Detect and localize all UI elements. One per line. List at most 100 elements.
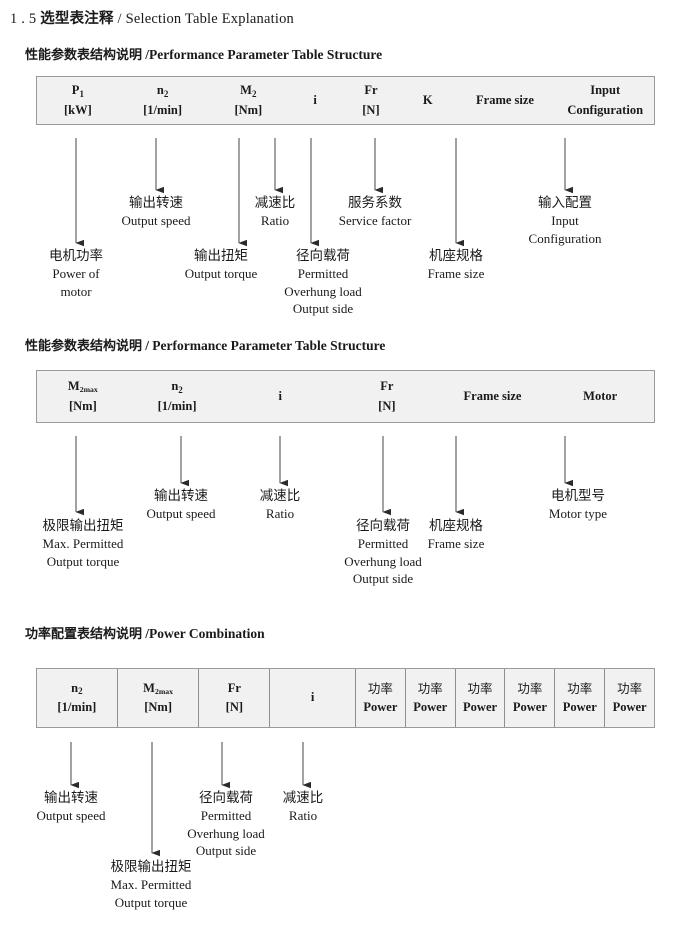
table3-col-power-1-cn: 功率 [367, 680, 393, 696]
annotation-motor-type-en: Motor type [548, 506, 608, 522]
annotation-frame-size-1-en: Frame size [427, 266, 485, 282]
section-heading-en: Performance Parameter Table Structure [149, 47, 383, 62]
table3-col-i-sym: i [310, 690, 315, 705]
table1-col-n2-sym: n [156, 83, 164, 98]
annotation-overhung-load-1-en-2: Overhung load [284, 283, 362, 299]
annotation-output-torque-1-cn: 输出扭矩 [193, 248, 248, 264]
annotation-max-output-torque-2-cn: 极限输出扭矩 [42, 518, 124, 534]
table1-col-i-sym: i [313, 92, 317, 107]
table3-col-n2-unit: [1/min] [57, 700, 97, 714]
table1-col-p1-unit: [kW] [63, 102, 92, 117]
table2-col-motor: Motor [546, 371, 654, 422]
section-heading-sep: / [145, 47, 150, 62]
table2-col-motor-label: Motor [583, 388, 618, 403]
annotation-ratio-3-cn: 减速比 [282, 790, 324, 806]
table1-col-fr: Fr [N] [340, 77, 402, 124]
annotation-overhung-load-1: 径向载荷 Permitted Overhung load Output side [284, 247, 362, 318]
table3-col-power-3: 功率 Power [456, 669, 506, 727]
annotation-input-configuration: 输入配置 Input Configuration [529, 194, 602, 247]
table2-col-i: i [225, 371, 335, 422]
annotation-max-output-torque-3-en-2: Output torque [114, 894, 188, 910]
table2-col-frame-size: Frame size [439, 371, 547, 422]
table3-col-power-6-cn: 功率 [617, 680, 643, 696]
table1-col-m2-sym: M [240, 83, 252, 98]
annotation-output-torque-1: 输出扭矩 Output torque [185, 247, 258, 283]
table3-col-power-3-cn: 功率 [467, 680, 493, 696]
annotation-overhung-load-3: 径向载荷 Permitted Overhung load Output side [187, 789, 265, 860]
table1-col-p1: P1 [kW] [37, 77, 119, 124]
table1-col-input-configuration: Input Configuration [556, 77, 654, 124]
annotation-overhung-load-2: 径向载荷 Permitted Overhung load Output side [344, 517, 422, 588]
table3-col-power-6: 功率 Power [605, 669, 654, 727]
annotation-service-factor: 服务系数 Service factor [339, 194, 412, 230]
section-heading-cn: 性能参数表结构说明 [25, 48, 143, 63]
table1-col-fr-sym: Fr [364, 83, 378, 98]
table3-col-i: i [270, 669, 356, 727]
table1-col-fr-unit: [N] [362, 102, 380, 117]
annotation-max-output-torque-3: 极限输出扭矩 Max. Permitted Output torque [111, 858, 192, 911]
table2-col-fr-unit: [N] [378, 398, 396, 413]
table1-col-k-sym: K [422, 92, 433, 107]
annotation-max-output-torque-3-cn: 极限输出扭矩 [110, 859, 192, 875]
table3-col-power-5-cn: 功率 [567, 680, 593, 696]
table1-col-i: i [290, 77, 340, 124]
table3-col-power-2: 功率 Power [406, 669, 456, 727]
annotation-output-speed-3: 输出转速 Output speed [37, 789, 106, 825]
table2-col-m2max-unit: [Nm] [68, 398, 97, 413]
table3-col-fr-sym: Fr [227, 680, 241, 695]
table3-col-power-6-en: Power [612, 700, 647, 714]
annotation-max-output-torque-3-en-1: Max. Permitted [110, 877, 192, 893]
annotation-overhung-load-3-cn: 径向载荷 [199, 790, 253, 806]
section3-heading-en: Power Combination [149, 626, 265, 641]
section-number: 1 . 5 [10, 11, 37, 27]
annotation-power-of-motor-cn: 电机功率 [49, 248, 103, 264]
annotation-max-output-torque-2-en-1: Max. Permitted [42, 536, 124, 552]
annotation-ratio-2-en: Ratio [265, 506, 295, 522]
table2-col-m2max: M2max [Nm] [37, 371, 129, 422]
table2-col-n2-sym: n [171, 379, 179, 394]
table2-col-n2-sub: 2 [178, 384, 183, 395]
table3-col-m2max-sym: M [143, 680, 155, 695]
table1-col-input-line2: Configuration [567, 102, 644, 117]
annotation-motor-type: 电机型号 Motor type [549, 487, 607, 523]
page-title-en: Selection Table Explanation [125, 11, 294, 27]
table2-col-i-sym: i [278, 388, 282, 403]
table3-col-n2: n2 [1/min] [37, 669, 118, 727]
table2-col-frame-size-label: Frame size [463, 388, 522, 403]
table3-col-power-2-en: Power [413, 700, 448, 714]
annotation-frame-size-1: 机座规格 Frame size [428, 247, 485, 283]
annotation-input-configuration-en-1: Input [551, 213, 579, 229]
annotation-overhung-load-2-en-3: Output side [352, 571, 414, 587]
annotation-output-speed-2-en: Output speed [146, 506, 216, 522]
table2-col-m2max-sub: 2max [79, 385, 98, 395]
annotation-ratio-2-cn: 减速比 [259, 488, 301, 504]
title-separator: / [117, 11, 122, 27]
annotation-output-torque-1-en: Output torque [184, 266, 258, 282]
annotation-max-output-torque-2: 极限输出扭矩 Max. Permitted Output torque [43, 517, 124, 570]
annotation-output-speed-2-cn: 输出转速 [154, 488, 208, 504]
performance-parameter-table-1: P1 [kW] n2 [1/min] M2 [Nm] i Fr [N] K Fr… [36, 76, 655, 125]
section-heading-performance-2: 性能参数表结构说明 / Performance Parameter Table … [25, 335, 385, 354]
section2-heading-cn: 性能参数表结构说明 [25, 339, 143, 354]
table3-col-m2max: M2max [Nm] [118, 669, 200, 727]
performance-parameter-table-2: M2max [Nm] n2 [1/min] i Fr [N] Frame siz… [36, 370, 655, 423]
section2-heading-sep: / [145, 338, 150, 353]
annotation-max-output-torque-2-en-2: Output torque [46, 553, 120, 569]
table3-col-power-3-en: Power [463, 700, 498, 714]
table1-col-m2-unit: [Nm] [234, 102, 263, 117]
annotation-ratio-3-en: Ratio [288, 808, 318, 824]
annotation-ratio-2: 减速比 Ratio [260, 487, 301, 523]
annotation-frame-size-2-en: Frame size [427, 536, 485, 552]
table1-col-m2: M2 [Nm] [206, 77, 290, 124]
annotation-output-speed-3-cn: 输出转速 [44, 790, 98, 806]
annotation-frame-size-2-cn: 机座规格 [428, 518, 483, 534]
table3-col-power-4: 功率 Power [505, 669, 556, 727]
table2-col-m2max-sym: M [67, 379, 80, 394]
table1-col-n2: n2 [1/min] [119, 77, 207, 124]
section3-heading-sep: / [145, 626, 150, 641]
table1-col-p1-sub: 1 [79, 88, 84, 99]
table3-col-power-5-en: Power [562, 700, 597, 714]
table1-col-p1-sym: P [71, 83, 80, 98]
table1-col-input-line1: Input [590, 83, 621, 98]
